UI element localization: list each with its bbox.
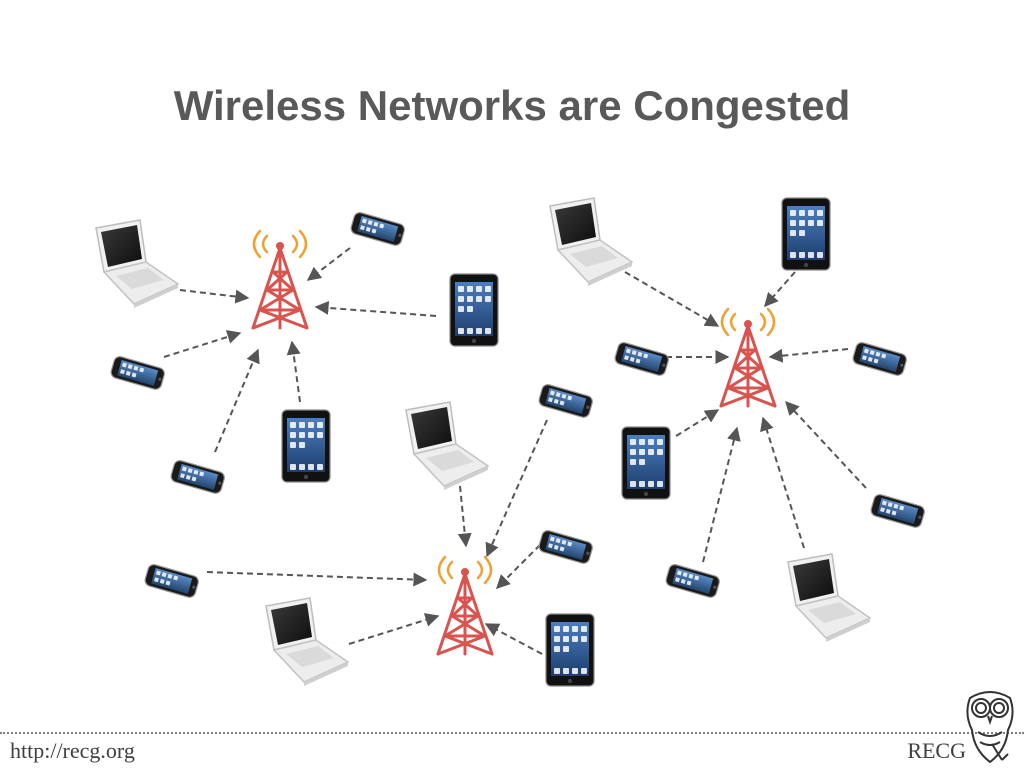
phone-icon xyxy=(537,382,595,420)
link-arrow-tablet-to-tower-2 xyxy=(675,409,720,437)
phone-icon xyxy=(169,458,227,496)
laptop-icon xyxy=(265,597,349,687)
link-arrow-laptop-to-tower-3 xyxy=(348,613,440,645)
phone-icon xyxy=(869,492,927,530)
tablet-icon xyxy=(281,409,331,483)
link-arrow-phone-to-tower-3 xyxy=(206,571,428,587)
laptop-icon xyxy=(549,197,633,287)
link-arrow-phone-to-tower-2 xyxy=(702,426,741,563)
footer-divider xyxy=(0,732,1024,734)
link-arrow-phone-to-tower-1 xyxy=(214,348,260,453)
link-arrow-phone-to-tower-3 xyxy=(496,544,541,589)
tower-bottom-icon xyxy=(436,555,494,656)
link-arrow-tablet-to-tower-3 xyxy=(484,623,543,655)
link-arrow-laptop-to-tower-2 xyxy=(624,271,720,327)
phone-icon xyxy=(143,562,201,600)
footer-url[interactable]: http://recg.org xyxy=(10,738,135,763)
tablet-icon xyxy=(449,273,499,347)
phone-icon xyxy=(349,210,407,248)
link-arrow-phone-to-tower-2 xyxy=(785,400,867,489)
phone-icon xyxy=(109,354,167,392)
tablet-icon xyxy=(545,613,595,687)
link-arrow-laptop-to-tower-3 xyxy=(457,485,472,548)
laptop-icon xyxy=(405,401,489,491)
laptop-icon xyxy=(95,219,179,309)
phone-icon xyxy=(613,340,671,378)
link-arrow-tablet-to-tower-2 xyxy=(764,271,796,308)
phone-icon xyxy=(851,340,909,378)
laptop-icon xyxy=(787,553,871,643)
tablet-icon xyxy=(621,426,671,500)
link-arrow-phone-to-tower-3 xyxy=(485,419,548,558)
link-arrow-tablet-to-tower-1 xyxy=(286,340,301,403)
slide-title: Wireless Networks are Congested xyxy=(173,82,851,129)
link-arrow-phone-to-tower-1 xyxy=(163,330,242,358)
tablet-icon xyxy=(781,197,831,271)
link-arrow-laptop-to-tower-2 xyxy=(760,416,805,549)
footer-brand: RECG xyxy=(907,738,966,763)
tower-left-icon xyxy=(251,229,309,330)
phone-icon xyxy=(537,528,595,566)
link-arrow-tablet-to-tower-1 xyxy=(314,300,437,317)
link-arrow-phone-to-tower-2 xyxy=(768,348,849,363)
owl-logo xyxy=(966,691,1014,764)
network-diagram xyxy=(95,197,927,687)
phone-icon xyxy=(664,562,722,600)
tower-right-icon xyxy=(719,307,777,408)
link-arrow-laptop-to-tower-1 xyxy=(179,289,250,304)
link-arrow-phone-to-tower-1 xyxy=(306,247,351,281)
